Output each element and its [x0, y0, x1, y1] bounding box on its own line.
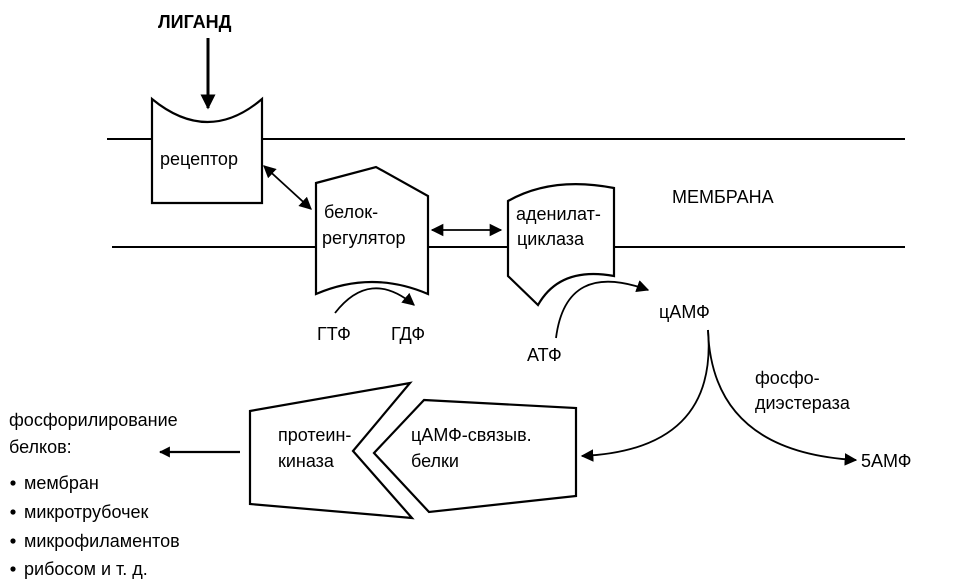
camp-binding-label-line1: цАМФ-связыв.	[411, 425, 532, 445]
list-item-membranes: мембран	[24, 473, 99, 493]
5amp-label: 5АМФ	[861, 451, 912, 471]
list-bullet	[10, 509, 15, 514]
atp-label: АТФ	[527, 345, 562, 365]
list-bullet	[10, 480, 15, 485]
ligand-label: ЛИГАНД	[158, 12, 232, 32]
list-item-microfilaments: микрофиламентов	[24, 531, 180, 551]
camp-binding-proteins-shape	[374, 400, 576, 512]
list-item-ribosomes: рибосом и т. д.	[24, 559, 148, 579]
protein-kinase-label-line2: киназа	[278, 451, 335, 471]
phosphodiesterase-label-line2: диэстераза	[755, 393, 851, 413]
adenylate-cyclase-label-line1: аденилат-	[516, 204, 601, 224]
phosphodiesterase-label-line1: фосфо-	[755, 368, 820, 388]
list-bullet	[10, 538, 15, 543]
protein-kinase-label-line1: протеин-	[278, 425, 351, 445]
regulator-label-line1: белок-	[324, 202, 378, 222]
adenylate-cyclase-label-line2: циклаза	[517, 229, 585, 249]
list-bullet	[10, 566, 15, 571]
regulator-label-line2: регулятор	[322, 228, 406, 248]
atp-camp-arrow	[556, 282, 648, 338]
membrane-label: МЕМБРАНА	[672, 187, 774, 207]
gtp-label: ГТФ	[317, 324, 351, 344]
phosphorylation-title-line1: фосфорилирование	[9, 410, 178, 430]
receptor-regulator-arrow	[264, 166, 311, 209]
phosphorylation-title-line2: белков:	[9, 437, 72, 457]
gdp-label: ГДФ	[391, 324, 425, 344]
camp-binding-label-line2: белки	[411, 451, 459, 471]
receptor-label: рецептор	[160, 149, 238, 169]
list-item-microtubules: микротрубочек	[24, 502, 148, 522]
camp-label: цАМФ	[659, 302, 710, 322]
camp-to-binding-proteins-arrow	[582, 330, 709, 456]
gtp-gdp-arrow	[335, 288, 414, 313]
